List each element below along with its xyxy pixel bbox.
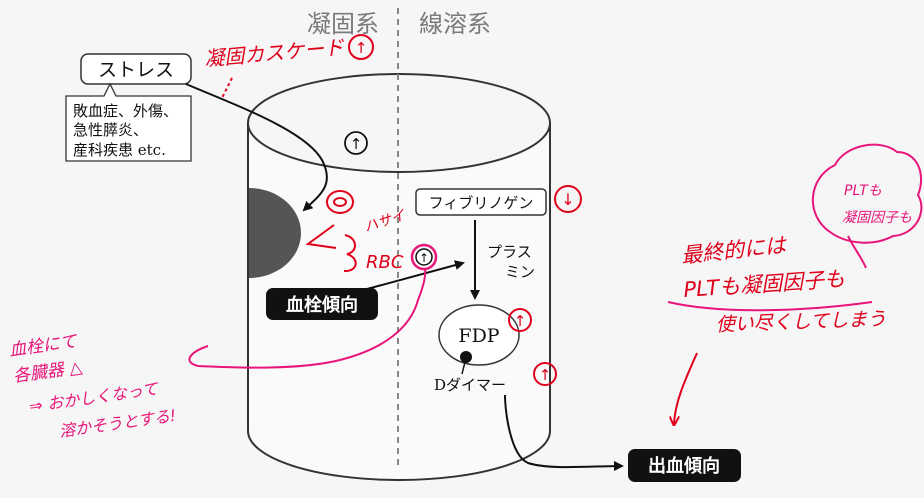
svg-text:↑: ↑ — [539, 366, 552, 384]
ddimer-up-mark: ↑ — [533, 362, 557, 386]
fibrinolysis-header: 線溶系 — [419, 10, 491, 38]
cascade-tick — [221, 77, 233, 99]
bleeding-tendency-box: 出血傾向 — [628, 449, 741, 482]
fibrinogen-label: フィブリノゲン — [429, 194, 534, 212]
stress-cause-line: 急性膵炎、 — [73, 121, 148, 139]
cloud-line1: PLTも — [844, 183, 882, 199]
final-note-arrow — [674, 352, 698, 424]
ddimer-leader — [461, 361, 466, 375]
bleeding-tendency-label: 出血傾向 — [648, 455, 720, 477]
ddimer-dot — [460, 351, 472, 363]
fibrinogen-down-mark: ↓ — [554, 185, 582, 213]
stress-causes-callout: 敗血症、外傷、 急性膵炎、 産科疾患 etc. — [65, 82, 192, 162]
organ-note-connector — [188, 267, 427, 369]
organ-note-line1: 血栓にて — [8, 331, 80, 361]
rbc-up-mark: ↑ — [410, 243, 438, 271]
fdp-label: FDP — [458, 325, 499, 347]
cloud-line2: 凝固因子も — [842, 210, 912, 226]
organ-note-line4: 溶かそうとする! — [58, 406, 177, 441]
final-note-line1: 最終的には — [680, 233, 789, 268]
ddimer-label: Dダイマー — [434, 376, 506, 394]
ddimer-to-bleeding-arrow — [504, 394, 624, 472]
plasmin-label: ミン — [505, 263, 535, 281]
svg-text:↑: ↑ — [514, 312, 527, 330]
fibrinogen-box: フィブリノゲン — [415, 188, 547, 216]
stress-label: ストレス — [98, 59, 174, 81]
final-note-underline — [667, 301, 873, 312]
thrombus-shape — [249, 188, 301, 278]
coagulation-cascade-annotation: 凝固カスケード — [203, 35, 346, 71]
plasmin-label: プラス — [487, 243, 532, 261]
svg-text:↓: ↓ — [561, 190, 574, 209]
fdp-up-mark: ↑ — [508, 308, 532, 332]
thrombosis-tendency-label: 血栓傾向 — [286, 294, 358, 316]
final-note-line3: 使い尽くしてしまう — [715, 308, 886, 336]
stress-cause-line: 敗血症、外傷、 — [73, 102, 178, 120]
stress-box: ストレス — [80, 53, 192, 85]
coagulation-up-symbol: ↑ — [344, 131, 368, 155]
rbc-label: RBC — [366, 252, 404, 273]
svg-text:↑: ↑ — [419, 251, 429, 265]
svg-text:↑: ↑ — [355, 39, 368, 57]
stress-to-thrombus-arrow — [185, 83, 328, 212]
consumption-cloud: PLTも 凝固因子も — [812, 143, 923, 269]
stress-cause-line: 産科疾患 etc. — [73, 141, 166, 159]
organ-note-line2: 各臓器 △ — [12, 357, 85, 387]
thrombosis-to-plasmin-arrow — [355, 260, 465, 293]
svg-text:↑: ↑ — [350, 135, 363, 153]
thrombosis-tendency-box: 血栓傾向 — [266, 288, 378, 320]
final-note-line2: PLTも凝固因子も — [683, 267, 846, 302]
cascade-up-mark: ↑ — [348, 34, 374, 60]
coagulation-header: 凝固系 — [307, 10, 379, 38]
fragmented-rbc-sketch — [305, 190, 357, 273]
fdp-node: FDP — [438, 304, 520, 366]
